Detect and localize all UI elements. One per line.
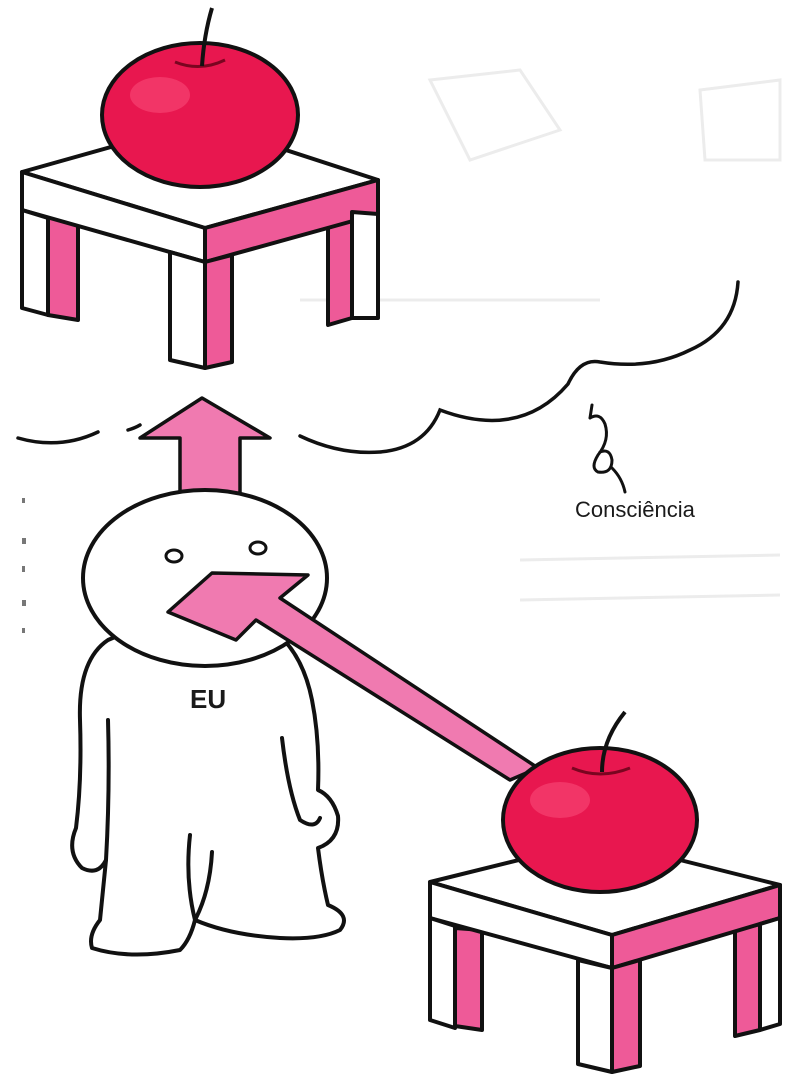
apple-top — [102, 8, 298, 187]
background-ghost-marks — [300, 70, 780, 600]
margin-specks — [22, 498, 26, 633]
up-arrow — [140, 398, 270, 500]
self-label: EU — [190, 684, 226, 714]
apple-bottom — [503, 712, 697, 892]
person-figure — [72, 490, 344, 955]
label-pointer-spiral — [590, 405, 625, 492]
consciousness-label: Consciência — [575, 497, 696, 522]
